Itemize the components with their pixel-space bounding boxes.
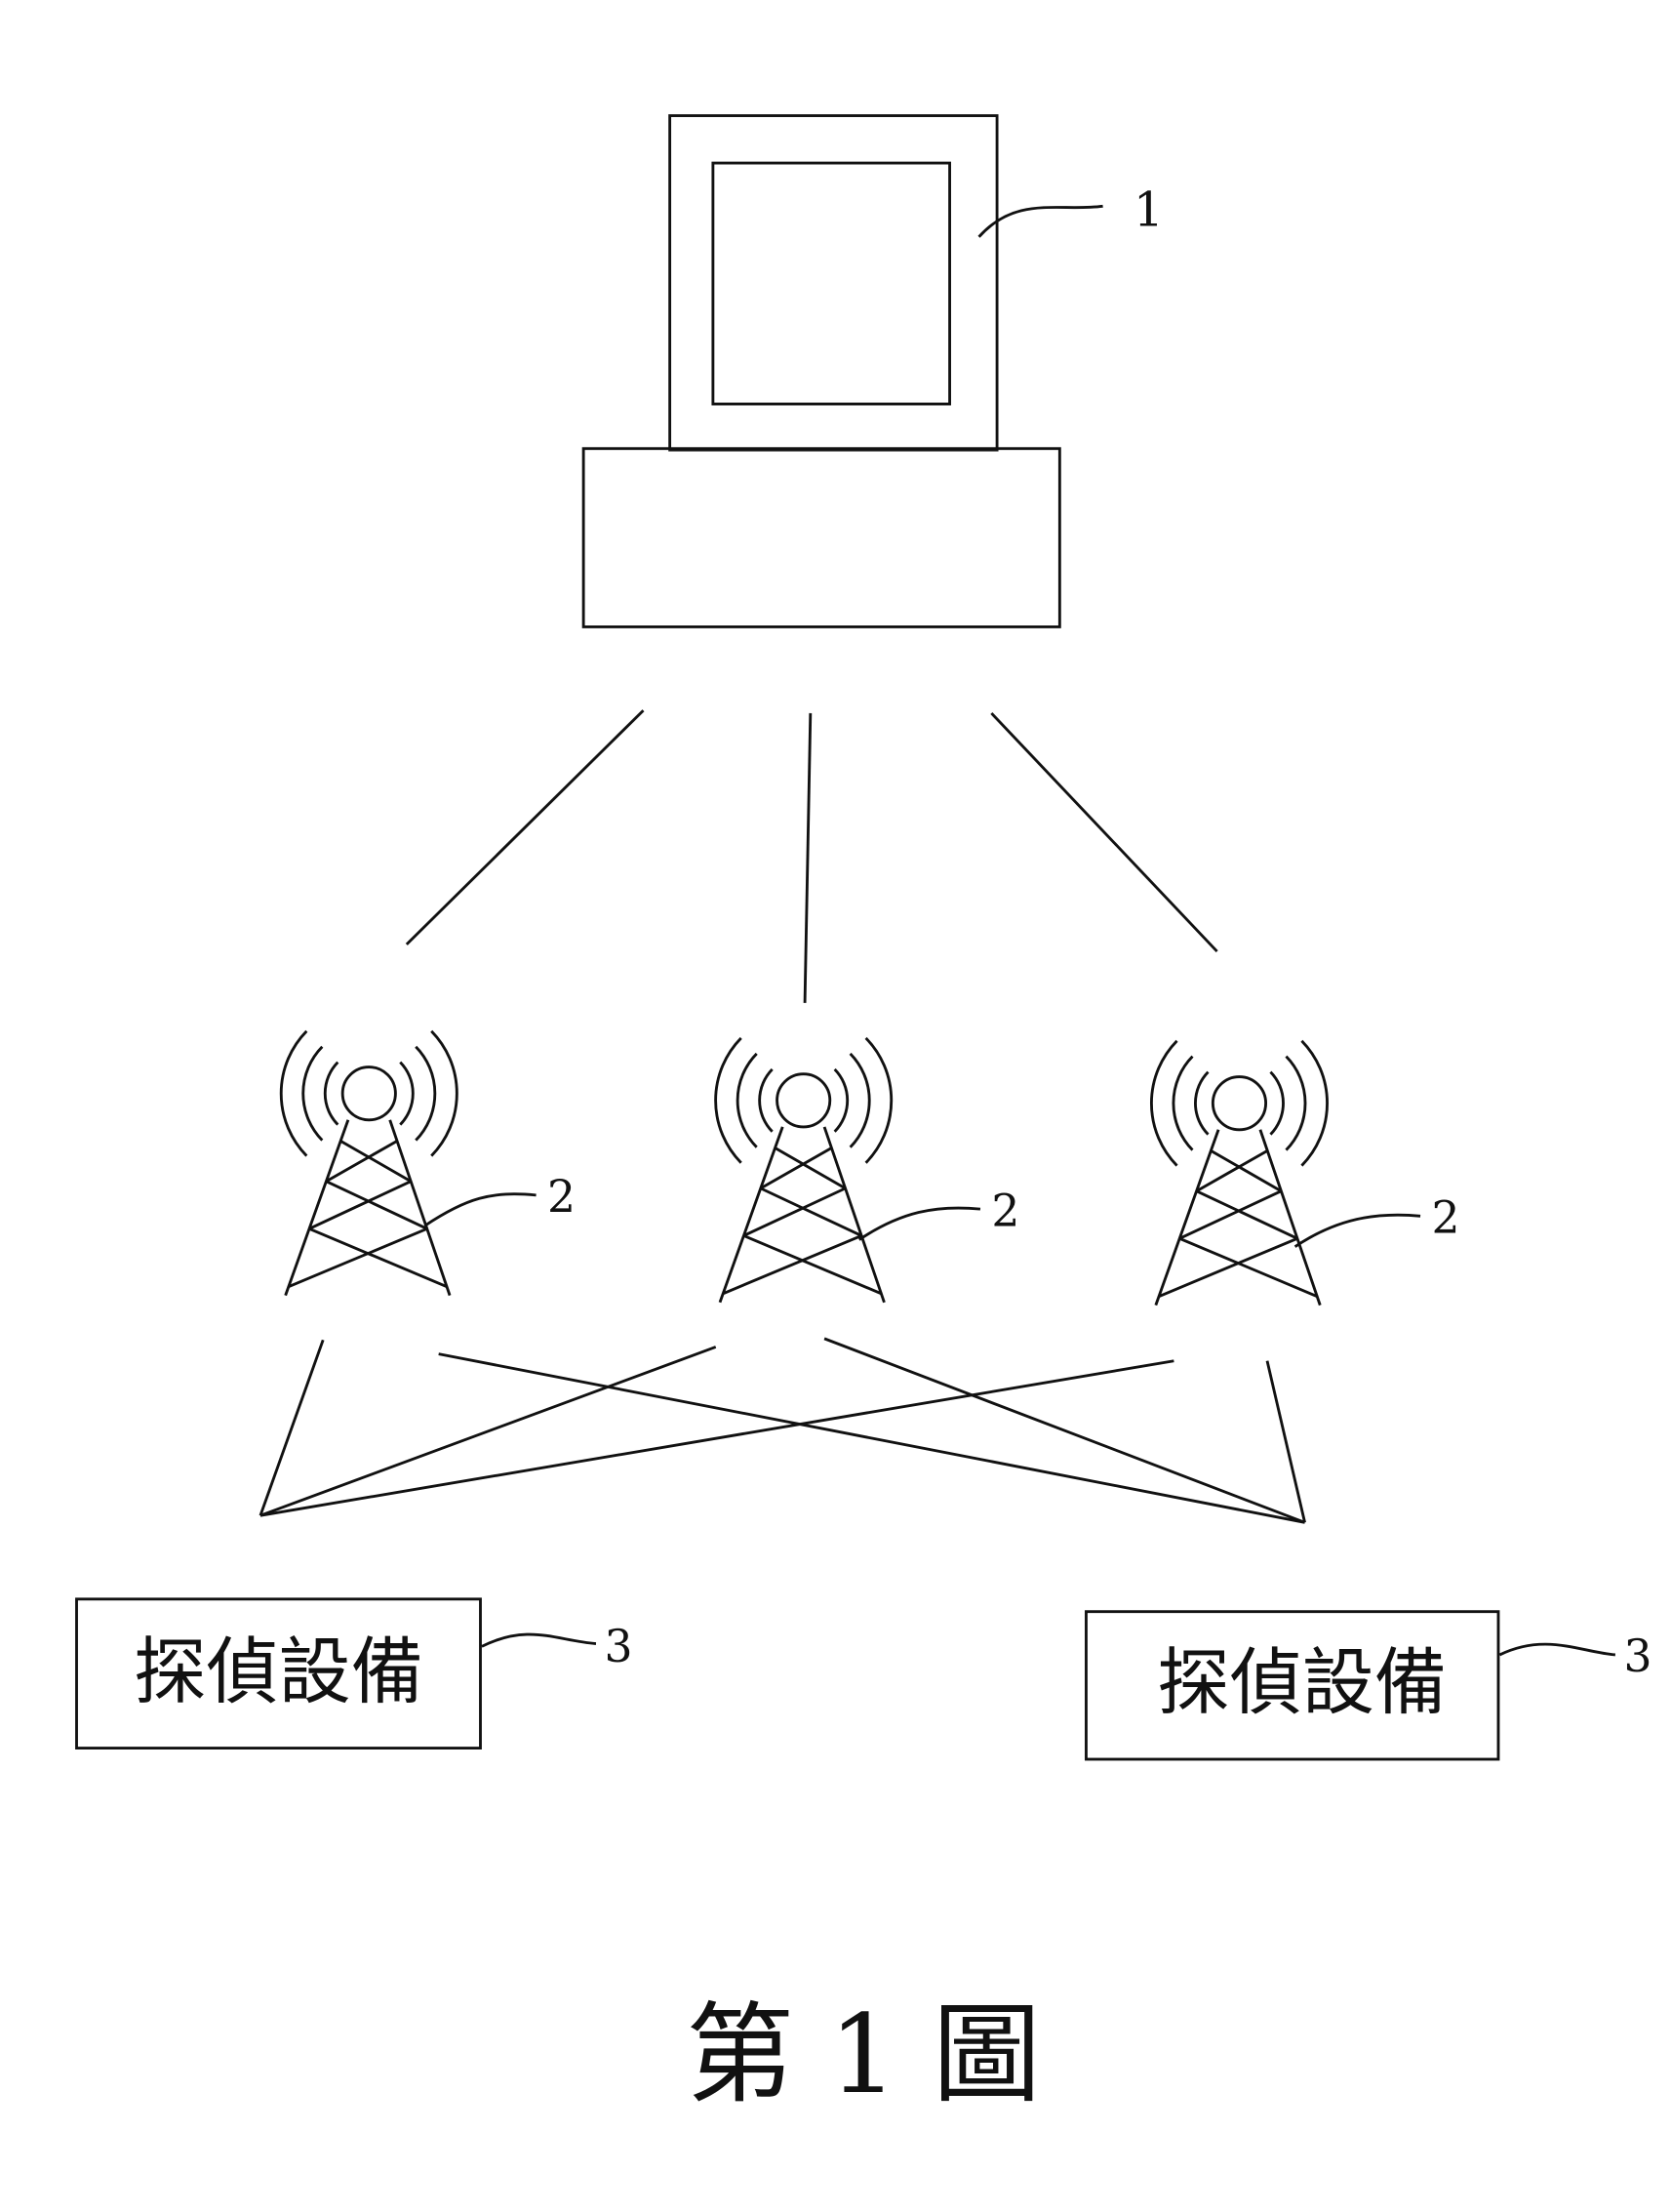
tower-brace xyxy=(1195,1189,1298,1240)
tower-brace xyxy=(1195,1149,1268,1192)
detection-device-right: 探偵設備 3 xyxy=(1085,1610,1652,1761)
lower-links xyxy=(259,1337,1306,1524)
signal-wave-icon xyxy=(714,1036,742,1164)
link-line xyxy=(823,1337,1306,1524)
device-label: 探偵設備 xyxy=(134,1629,423,1714)
tower-brace xyxy=(774,1146,847,1190)
tower-brace xyxy=(1178,1189,1282,1240)
signal-wave-icon xyxy=(279,1029,308,1157)
monitor-screen xyxy=(711,161,951,406)
tower-leg xyxy=(718,1126,784,1304)
tower-leg xyxy=(1154,1129,1220,1307)
tower-brace xyxy=(1178,1236,1318,1298)
leader-line xyxy=(423,1192,537,1227)
tower-brace xyxy=(288,1227,428,1288)
tower-brace xyxy=(742,1234,882,1296)
computer: 1 xyxy=(581,114,1164,628)
ref-label-device: 3 xyxy=(605,1621,633,1672)
signal-wave-icon xyxy=(1194,1070,1210,1136)
signal-wave-icon xyxy=(736,1052,758,1148)
signal-wave-icon xyxy=(415,1045,437,1142)
tower-brace xyxy=(325,1140,398,1183)
signal-wave-icon xyxy=(833,1067,850,1133)
signal-wave-icon xyxy=(1300,1039,1329,1167)
tower-leg xyxy=(284,1119,350,1297)
device-label: 探偵設備 xyxy=(1157,1640,1447,1725)
tower-brace xyxy=(1210,1149,1283,1192)
tower-brace xyxy=(1158,1236,1298,1298)
device-box xyxy=(75,1597,482,1750)
tower-leg xyxy=(388,1119,452,1297)
leader-line xyxy=(977,204,1103,238)
ref-label-computer: 1 xyxy=(1134,182,1164,237)
monitor-frame xyxy=(668,114,999,452)
tower-brace xyxy=(325,1180,428,1230)
signal-wave-icon xyxy=(758,1067,774,1133)
link-line xyxy=(259,1346,717,1517)
ref-label-device: 3 xyxy=(1623,1630,1651,1682)
tower-leg xyxy=(822,1126,886,1304)
leader-line xyxy=(1498,1642,1616,1657)
detection-device-left: 探偵設備 3 xyxy=(75,1597,633,1750)
leader-line xyxy=(1293,1213,1421,1248)
link-line xyxy=(438,1352,1305,1524)
tower-brace xyxy=(308,1180,412,1230)
cell-tower: 2 xyxy=(1149,1039,1460,1307)
cell-tower: 2 xyxy=(279,1029,576,1297)
device-box xyxy=(1085,1610,1500,1761)
upper-links xyxy=(405,709,1218,1003)
signal-wave-icon xyxy=(399,1061,415,1126)
tower-brace xyxy=(760,1146,833,1190)
signal-wave-icon xyxy=(430,1029,458,1157)
signal-wave-icon xyxy=(301,1045,324,1142)
tower-brace xyxy=(742,1186,847,1237)
link-line xyxy=(259,1339,325,1516)
tower-brace xyxy=(339,1140,412,1183)
antenna-icon xyxy=(340,1066,397,1122)
link-line xyxy=(259,1359,1174,1517)
link-line xyxy=(990,711,1218,953)
ref-label-tower: 2 xyxy=(1431,1191,1459,1243)
signal-wave-icon xyxy=(1285,1055,1307,1151)
link-line xyxy=(1265,1360,1306,1523)
signal-wave-icon xyxy=(849,1052,871,1148)
figure-caption: 第 1 圖 xyxy=(686,1992,1041,2118)
ref-label-tower: 2 xyxy=(991,1185,1019,1236)
cell-tower: 2 xyxy=(714,1036,1019,1304)
antenna-icon xyxy=(776,1072,832,1129)
signal-wave-icon xyxy=(323,1061,339,1126)
computer-base xyxy=(581,447,1061,628)
link-line xyxy=(405,709,645,945)
antenna-icon xyxy=(1211,1075,1268,1132)
leader-line xyxy=(857,1206,981,1241)
signal-wave-icon xyxy=(1149,1039,1178,1167)
tower-brace xyxy=(722,1234,862,1296)
tower-leg xyxy=(1258,1129,1322,1307)
link-line xyxy=(803,712,813,1003)
tower-brace xyxy=(760,1186,862,1237)
leader-line xyxy=(481,1632,597,1648)
signal-wave-icon xyxy=(864,1036,894,1164)
signal-wave-icon xyxy=(1172,1055,1194,1151)
ref-label-tower: 2 xyxy=(547,1171,576,1223)
signal-wave-icon xyxy=(1269,1070,1285,1136)
tower-brace xyxy=(308,1227,448,1288)
